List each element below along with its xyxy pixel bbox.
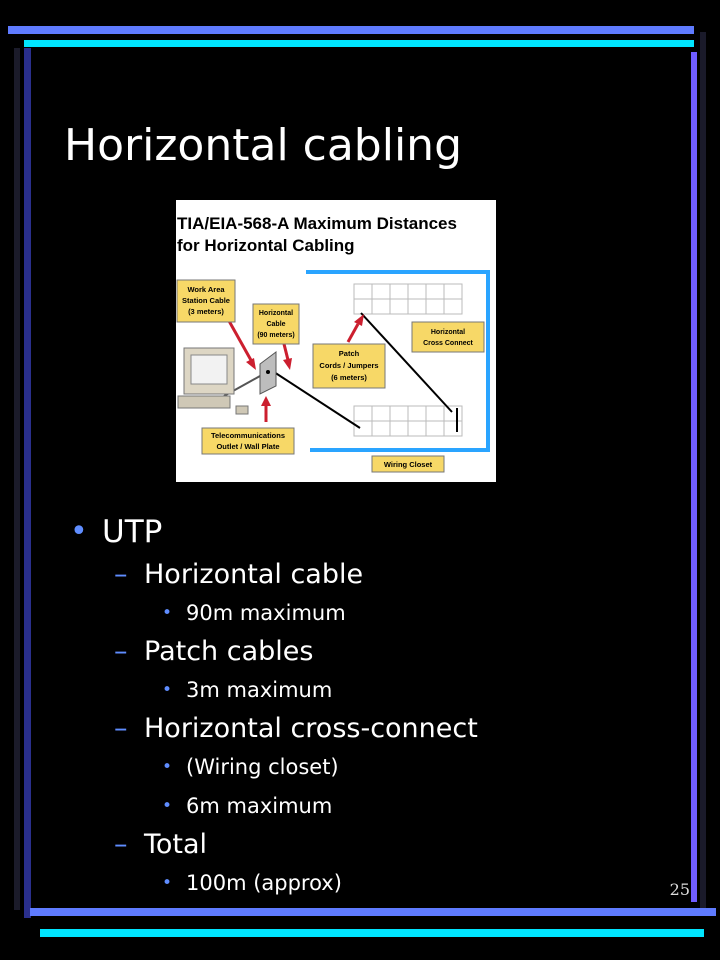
wiring-closet-box [371, 455, 445, 473]
bottom-cyan-bar [40, 929, 704, 937]
horizontal-cable-line [273, 371, 361, 429]
dash-bullet-icon: – [114, 829, 128, 860]
cross-connect-box [411, 321, 485, 353]
cross-connect-line2: Cross Connect [423, 340, 473, 347]
list-item-cross-connect-max: • 6m maximum [70, 787, 670, 826]
wall-plate-jack [266, 370, 270, 374]
list-item-text: 3m maximum [186, 678, 333, 702]
list-item-horizontal-cable: – Horizontal cable [70, 556, 670, 594]
top-blue-bar [8, 26, 694, 34]
list-item-patch-cables: – Patch cables [70, 633, 670, 671]
list-item-text: UTP [102, 514, 163, 550]
wiring-closet-label: Wiring Closet [384, 460, 433, 469]
list-item-total-value: • 100m (approx) [70, 864, 670, 903]
list-item-text: 90m maximum [186, 601, 346, 625]
left-blue-bar [24, 48, 31, 918]
diagram-heading-line1: TIA/EIA-568-A Maximum Distances [177, 214, 457, 233]
slide-title: Horizontal cabling [64, 120, 462, 171]
list-item-horizontal-cable-max: • 90m maximum [70, 594, 670, 633]
bottom-blue-bar [30, 908, 716, 916]
patch-cords-line3: (6 meters) [331, 373, 367, 382]
lower-patch-panel [353, 405, 463, 437]
right-dark-bar [700, 32, 706, 908]
left-dark-bar [14, 48, 20, 910]
patch-cords-line2: Cords / Jumpers [319, 361, 378, 370]
horizontal-cable-line3: (90 meters) [257, 332, 294, 339]
page-number: 25 [669, 880, 690, 899]
list-item-patch-cables-max: • 3m maximum [70, 671, 670, 710]
bullet-dot-icon: • [162, 757, 173, 777]
horizontal-cable-line1: Horizontal [259, 310, 293, 317]
list-item-cross-connect: – Horizontal cross-connect [70, 710, 670, 748]
work-area-line1: Work Area [187, 285, 225, 294]
bullet-list: • UTP – Horizontal cable • 90m maximum –… [70, 508, 670, 903]
patch-cords-line1: Patch [339, 349, 360, 358]
work-area-line2: Station Cable [182, 296, 230, 305]
list-item-text: Horizontal cross-connect [144, 713, 478, 744]
horizontal-cable-box [252, 303, 300, 345]
telecom-outlet-line1: Telecommunications [211, 431, 285, 440]
dash-bullet-icon: – [114, 636, 128, 667]
telecom-outlet-box [201, 427, 295, 455]
list-item-utp: • UTP [70, 508, 670, 556]
upper-patch-panel [353, 283, 463, 315]
list-item-text: Total [144, 829, 208, 860]
bullet-dot-icon: • [70, 514, 88, 549]
work-area-box [176, 279, 236, 323]
patch-cords-box [312, 343, 386, 389]
diagram-heading-line2: for Horizontal Cabling [177, 236, 355, 255]
bullet-dot-icon: • [162, 680, 173, 700]
telecom-outlet-line2: Outlet / Wall Plate [216, 442, 279, 451]
patch-cord-line [360, 312, 453, 413]
horizontal-cable-line2: Cable [266, 321, 285, 328]
list-item-text: Horizontal cable [144, 559, 364, 590]
list-item-total: – Total [70, 826, 670, 864]
dash-bullet-icon: – [114, 713, 128, 744]
bullet-dot-icon: • [162, 873, 173, 893]
computer-icon [177, 347, 249, 415]
bullet-dot-icon: • [162, 603, 173, 623]
dash-bullet-icon: – [114, 559, 128, 590]
wiring-closet-frame [306, 270, 490, 452]
horizontal-cabling-diagram: TIA/EIA-568-A Maximum Distances for Hori… [176, 200, 496, 482]
list-item-text: Patch cables [144, 636, 314, 667]
list-item-text: 100m (approx) [186, 871, 342, 895]
list-item-text: (Wiring closet) [186, 755, 339, 779]
right-blue-bar [691, 52, 697, 902]
list-item-cross-connect-note: • (Wiring closet) [70, 748, 670, 787]
cross-connect-line1: Horizontal [431, 329, 465, 336]
bullet-dot-icon: • [162, 796, 173, 816]
work-area-line3: (3 meters) [188, 307, 224, 316]
top-cyan-bar [24, 40, 694, 47]
list-item-text: 6m maximum [186, 794, 333, 818]
